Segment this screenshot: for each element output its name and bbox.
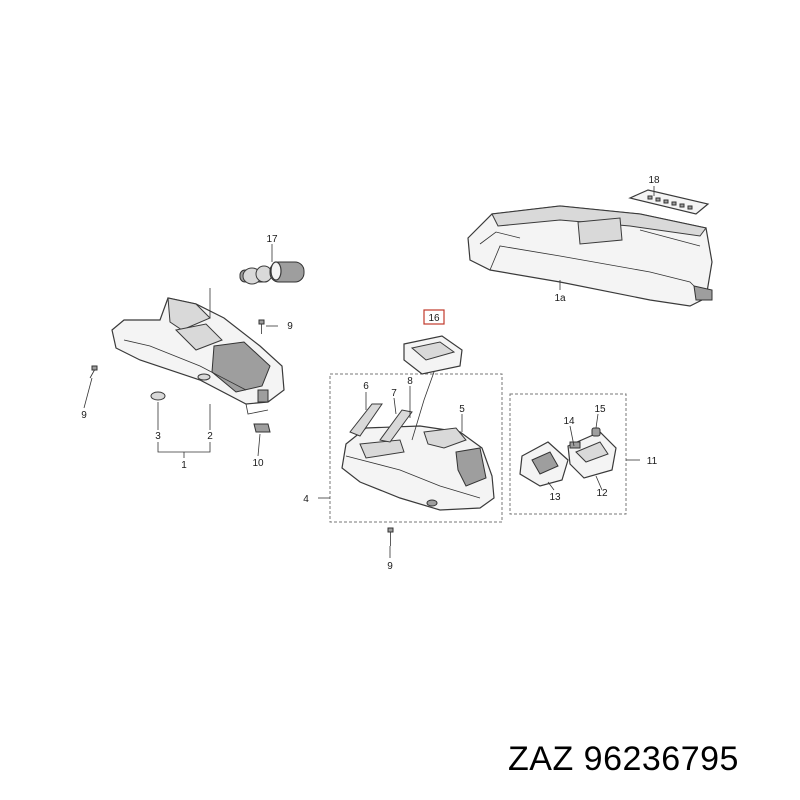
- callout-1: 1: [181, 460, 187, 471]
- part-number-caption: ZAZ 96236795: [508, 740, 739, 778]
- callout-12: 12: [596, 488, 608, 499]
- connector-part: [591, 427, 601, 437]
- callout-9-left: 9: [81, 410, 87, 421]
- callout-18: 18: [648, 175, 660, 186]
- callout-2: 2: [207, 431, 213, 442]
- cap-part: [150, 391, 166, 401]
- rear-console-part: [467, 205, 713, 307]
- callout-10: 10: [252, 458, 264, 469]
- screw-part: [387, 527, 394, 546]
- bulb-part: [569, 441, 581, 449]
- callout-16: 16: [428, 313, 440, 324]
- trim-part-6: [349, 403, 383, 437]
- callout-4: 4: [303, 494, 309, 505]
- storage-tray-part: [403, 335, 463, 441]
- socket-housing-part: [519, 441, 569, 487]
- callout-14: 14: [563, 416, 575, 427]
- callout-17: 17: [266, 234, 278, 245]
- socket-cover-part: [567, 431, 617, 479]
- callout-15: 15: [594, 404, 606, 415]
- callout-labels: 17 18 1a 16 9 9 3 2 1 10 6 7 8 5 4 9 14 …: [81, 175, 660, 572]
- assembly-box-11: [509, 393, 627, 515]
- clip-part: [253, 423, 271, 433]
- callout-9-bottom: 9: [387, 561, 393, 572]
- assembly-box-4: [329, 373, 503, 523]
- front-console-part: [111, 297, 285, 415]
- switch-strip-part: [628, 189, 710, 215]
- screw-part: [89, 365, 98, 379]
- callout-11: 11: [647, 456, 658, 467]
- callout-13: 13: [549, 492, 561, 503]
- screw-part: [258, 319, 265, 334]
- callout-8: 8: [407, 376, 413, 387]
- callout-9-top: 9: [287, 321, 293, 332]
- leader-lines: [83, 186, 655, 558]
- center-console-part: [341, 425, 495, 511]
- callout-1a: 1a: [554, 293, 566, 304]
- callout-7: 7: [391, 388, 397, 399]
- callout-6: 6: [363, 381, 369, 392]
- callout-5: 5: [459, 404, 465, 415]
- callout-3: 3: [155, 431, 161, 442]
- trim-part-7: [379, 409, 413, 443]
- highlight-box: [423, 309, 445, 325]
- gear-knob-part: [239, 261, 305, 285]
